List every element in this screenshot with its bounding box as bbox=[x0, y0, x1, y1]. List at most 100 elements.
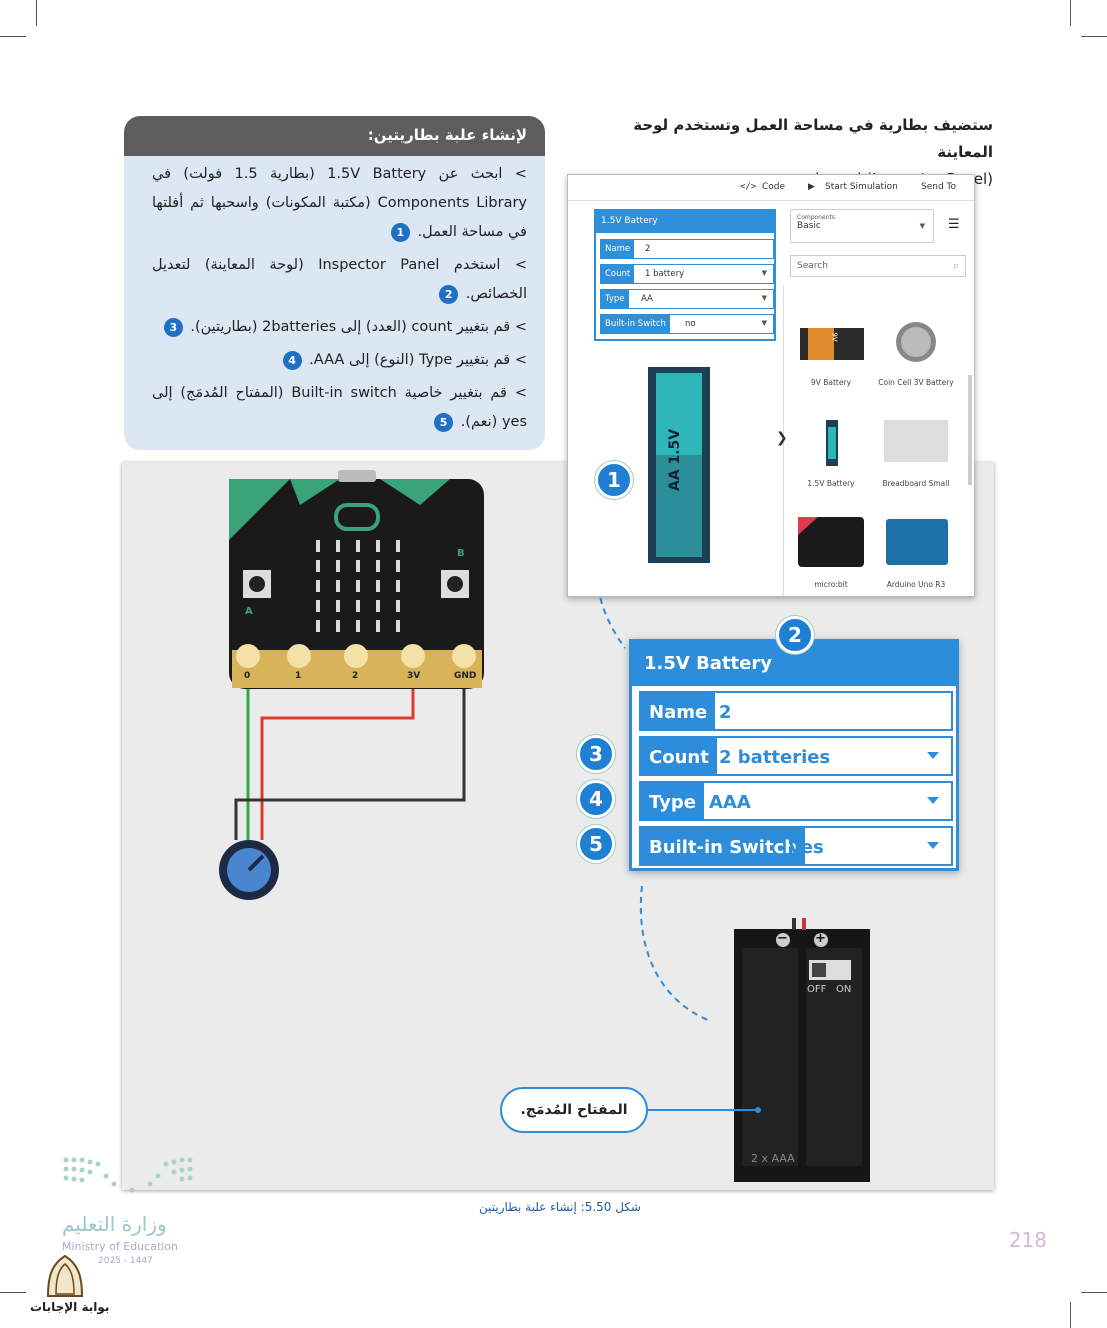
components-label: Components bbox=[797, 214, 835, 221]
step-3-number: 3 bbox=[163, 318, 183, 337]
pin-1: 1 bbox=[295, 671, 302, 681]
start-simulation-button[interactable]: Start Simulation bbox=[825, 182, 898, 192]
lib-item-9v-battery[interactable]: 9V Battery bbox=[810, 378, 852, 387]
library-icons bbox=[648, 322, 948, 567]
count-value: 2 batteries bbox=[719, 747, 831, 768]
badge-4: 4 bbox=[577, 780, 615, 818]
pin-0: 0 bbox=[244, 671, 251, 681]
list-view-icon[interactable]: ☰ bbox=[948, 217, 960, 232]
step-5-number: 5 bbox=[434, 413, 454, 432]
name-value: 2 bbox=[719, 702, 732, 723]
mini-type-key: Type bbox=[601, 290, 629, 308]
switch-off-label: OFF bbox=[807, 984, 827, 995]
code-icon: </> bbox=[740, 182, 757, 192]
play-icon: ▶ bbox=[808, 182, 815, 192]
code-button[interactable]: Code bbox=[762, 182, 786, 192]
steps-title: لإنشاء علبة بطاريتين: bbox=[124, 116, 545, 156]
chevron-down-icon: ▼ bbox=[761, 294, 767, 302]
pin-3v: 3V bbox=[407, 671, 421, 681]
page-number: 218 bbox=[1008, 1228, 1047, 1252]
mini-name-key: Name bbox=[601, 240, 635, 258]
lib-item-arduino[interactable]: Arduino Uno R3 bbox=[886, 580, 946, 589]
search-input[interactable]: Search ⌕ bbox=[790, 255, 966, 277]
ministry-english: Ministry of Education bbox=[62, 1240, 179, 1253]
step-5-text: > قم بتغيير خاصية Built-in switch (المفت… bbox=[152, 385, 527, 430]
potentiometer-icon[interactable] bbox=[219, 840, 279, 900]
mini-name-value: 2 bbox=[645, 244, 651, 254]
lib-item-microbit[interactable]: micro:bit bbox=[814, 580, 848, 589]
mini-switch-select[interactable]: Built-in Switch no ▼ bbox=[600, 314, 774, 334]
switch-on-label: ON bbox=[836, 984, 852, 995]
led-matrix bbox=[316, 540, 400, 632]
mini-count-value: 1 battery bbox=[645, 269, 685, 279]
battery-label: AA 1.5V bbox=[667, 428, 684, 492]
battery-box[interactable] bbox=[734, 918, 870, 1182]
button-b-label: B bbox=[457, 548, 465, 559]
mini-count-select[interactable]: Count 1 battery ▼ bbox=[600, 264, 774, 284]
step-4-number: 4 bbox=[282, 351, 302, 370]
figure-caption: شكل 5.50: إنشاء علبة بطاريتين bbox=[478, 1200, 641, 1214]
lib-item-breadboard[interactable]: Breadboard Small bbox=[882, 479, 950, 488]
mini-inspector-title: 1.5V Battery bbox=[596, 211, 774, 233]
components-dropdown[interactable]: Components Basic ▼ bbox=[790, 209, 934, 243]
mini-type-value: AA bbox=[641, 294, 653, 304]
chevron-down-icon: ▼ bbox=[761, 319, 767, 327]
chevron-down-icon: ▼ bbox=[919, 222, 925, 230]
mini-name-field[interactable]: Name 2 bbox=[600, 239, 774, 259]
step-3: > قم بتغيير count (العدد) إلى 2batteries… bbox=[124, 313, 545, 342]
badge-5: 5 bbox=[577, 825, 615, 863]
steps-box: لإنشاء علبة بطاريتين: > ابحث عن 1.5V Bat… bbox=[124, 116, 545, 450]
pin-2: 2 bbox=[352, 671, 359, 681]
minus-terminal: − bbox=[777, 931, 788, 946]
lib-item-coin-cell[interactable]: Coin Cell 3V Battery bbox=[878, 378, 954, 387]
mini-type-select[interactable]: Type AA ▼ bbox=[600, 289, 774, 309]
type-value: AAA bbox=[709, 792, 751, 813]
button-a-label: A bbox=[245, 606, 253, 617]
step-1-number: 1 bbox=[390, 223, 410, 242]
nine-volt-label: 9V bbox=[830, 332, 839, 342]
step-4-text: > قم بتغيير Type (النوع) إلى AAA. bbox=[309, 352, 527, 368]
mini-switch-key: Built-in Switch bbox=[601, 315, 670, 333]
name-key: Name bbox=[641, 693, 716, 729]
send-to-button[interactable]: Send To bbox=[921, 182, 957, 192]
plus-terminal: + bbox=[815, 931, 826, 946]
search-placeholder: Search bbox=[797, 261, 828, 271]
portal-label: بوابة الإجابات bbox=[30, 1300, 110, 1314]
chevron-down-icon: ▼ bbox=[761, 269, 767, 277]
step-2-text: > استخدم Inspector Panel (لوحة المعاينة)… bbox=[152, 257, 527, 302]
badge-3: 3 bbox=[577, 735, 615, 773]
lib-item-1-5v-battery[interactable]: 1.5V Battery bbox=[807, 479, 855, 488]
chevron-down-icon bbox=[927, 752, 939, 759]
editor-screenshot: </> Code ▶ Start Simulation Send To 1.5V… bbox=[567, 174, 975, 597]
type-key: Type bbox=[641, 783, 704, 819]
step-1: > ابحث عن 1.5V Battery (بطارية 1.5 فولت)… bbox=[124, 160, 545, 247]
switch-value: yes bbox=[789, 837, 824, 858]
mini-switch-value: no bbox=[685, 319, 696, 329]
search-icon: ⌕ bbox=[952, 259, 959, 272]
ministry-year: 2025 - 1447 bbox=[98, 1256, 153, 1266]
step-1-text: > ابحث عن 1.5V Battery (بطارية 1.5 فولت)… bbox=[152, 166, 528, 240]
components-value: Basic bbox=[797, 221, 821, 231]
battery-box-label: 2 x AAA bbox=[751, 1152, 795, 1165]
badge-2: 2 bbox=[776, 616, 814, 654]
chevron-down-icon bbox=[927, 842, 939, 849]
chevron-down-icon bbox=[927, 797, 939, 804]
badge-1: 1 bbox=[595, 461, 633, 499]
intro-line-1: ستضيف بطارية في مساحة العمل وتستخدم لوحة… bbox=[633, 116, 993, 161]
portal-logo-icon bbox=[46, 1254, 84, 1297]
step-2-number: 2 bbox=[439, 285, 459, 304]
step-2: > استخدم Inspector Panel (لوحة المعاينة)… bbox=[124, 251, 545, 309]
ministry-arabic: وزارة التعليم bbox=[62, 1212, 167, 1236]
mini-inspector-panel: 1.5V Battery Name 2 Count 1 battery ▼ Type A… bbox=[594, 209, 776, 341]
builtin-switch-callout: المفتاح المُدمَج. bbox=[500, 1087, 648, 1133]
step-3-text: > قم بتغيير count (العدد) إلى 2batteries… bbox=[190, 319, 527, 335]
step-4: > قم بتغيير Type (النوع) إلى AAA. 4 bbox=[124, 346, 545, 375]
scrollbar[interactable] bbox=[968, 375, 972, 485]
mini-count-key: Count bbox=[601, 265, 635, 283]
collapse-chevron-icon[interactable]: ❯ bbox=[776, 430, 788, 446]
